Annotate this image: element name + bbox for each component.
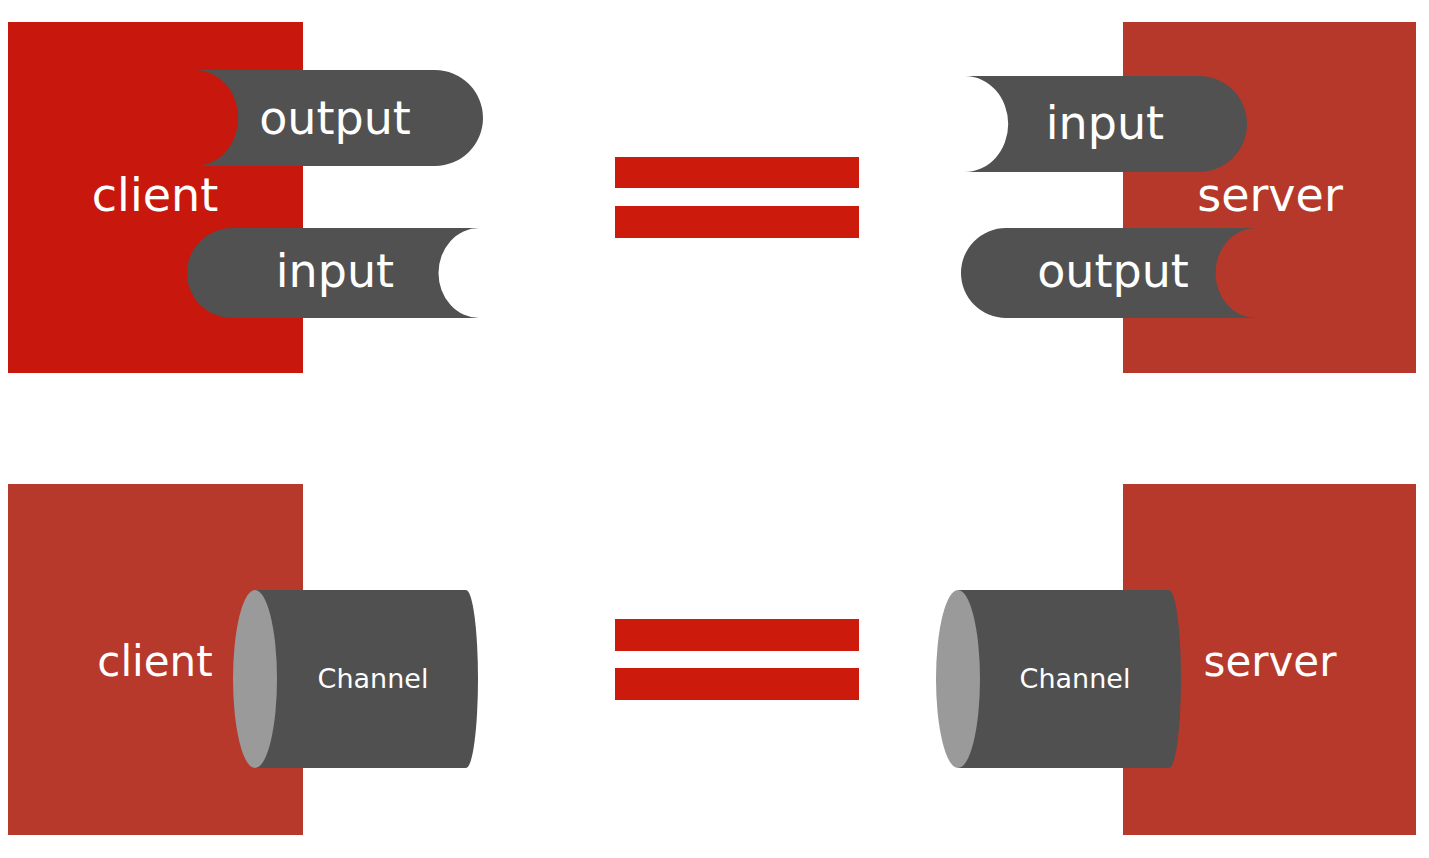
channel-cylinder: Channel (233, 590, 478, 768)
channel-cylinder: Channel (936, 590, 1181, 768)
node-label: input (1046, 98, 1164, 149)
input-stream: input (965, 76, 1247, 172)
node-label: client (92, 170, 218, 221)
server-box: serverinputoutput (1123, 22, 1416, 373)
equals-bar (615, 668, 859, 700)
node-label: Channel (318, 664, 429, 694)
pill-outline (965, 76, 1247, 172)
output-stream: output (961, 228, 1256, 318)
equals-bar (615, 619, 859, 651)
client-box: clientoutputinput (8, 22, 303, 373)
node-label: output (1037, 246, 1189, 297)
pill-outline (961, 228, 1256, 318)
node-label: output (259, 93, 411, 144)
cylinder-end (233, 590, 277, 768)
node-label: Channel (1020, 664, 1131, 694)
input-stream: input (187, 228, 479, 318)
node-label: input (276, 246, 394, 297)
equals-bar (615, 206, 859, 238)
pill-outline (187, 228, 479, 318)
server-box: serverChannel (1123, 484, 1416, 835)
equals-bar (615, 157, 859, 188)
cylinder-body (255, 590, 478, 768)
cylinder-end (936, 590, 980, 768)
output-stream: output (195, 70, 483, 166)
client-box: clientChannel (8, 484, 303, 835)
node-label: client (97, 639, 212, 685)
cylinder-body (958, 590, 1181, 768)
node-label: server (1197, 170, 1343, 221)
pill-outline (195, 70, 483, 166)
node-label: server (1204, 639, 1337, 685)
